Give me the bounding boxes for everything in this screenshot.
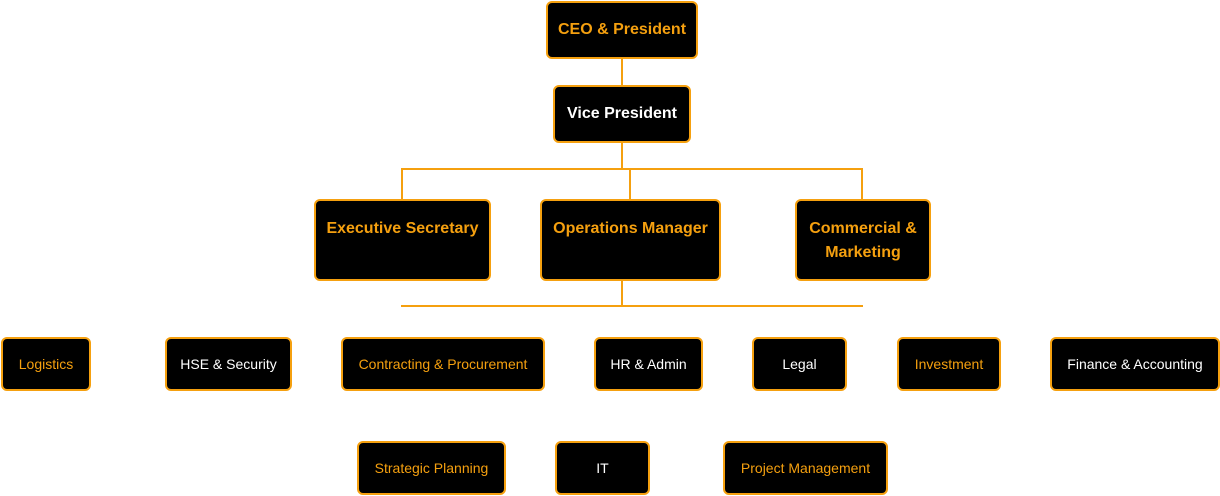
node-label: Logistics [18, 356, 74, 372]
node-label: Commercial & Marketing [809, 220, 917, 261]
node-contracting-procurement[interactable]: Contracting & Procurement [341, 337, 545, 391]
node-label: Vice President [567, 105, 677, 122]
node-logistics[interactable]: Logistics [1, 337, 91, 391]
node-ceo[interactable]: CEO & President [546, 1, 698, 59]
node-investment[interactable]: Investment [897, 337, 1001, 391]
node-hse-security[interactable]: HSE & Security [165, 337, 292, 391]
node-label: Project Management [740, 460, 871, 476]
node-label: Strategic Planning [374, 460, 489, 476]
node-operations-manager[interactable]: Operations Manager [540, 199, 721, 281]
node-label: Legal [782, 356, 817, 372]
connector [401, 168, 863, 170]
node-label: Finance & Accounting [1067, 356, 1203, 372]
node-label: Operations Manager [553, 220, 708, 237]
node-executive-secretary[interactable]: Executive Secretary [314, 199, 491, 281]
node-label: HSE & Security [180, 356, 277, 372]
node-label: Executive Secretary [326, 220, 479, 237]
node-project-management[interactable]: Project Management [723, 441, 888, 495]
node-label: Investment [914, 356, 984, 372]
node-it[interactable]: IT [555, 441, 650, 495]
node-legal[interactable]: Legal [752, 337, 847, 391]
connector [621, 142, 623, 169]
connector [401, 168, 403, 199]
node-label: HR & Admin [610, 356, 687, 372]
node-label: Contracting & Procurement [358, 356, 528, 372]
connector [621, 280, 623, 306]
node-finance-accounting[interactable]: Finance & Accounting [1050, 337, 1220, 391]
node-label: CEO & President [557, 21, 687, 38]
node-vice-president[interactable]: Vice President [553, 85, 691, 143]
connector [621, 58, 623, 85]
node-strategic-planning[interactable]: Strategic Planning [357, 441, 506, 495]
node-hr-admin[interactable]: HR & Admin [594, 337, 703, 391]
node-label: IT [596, 460, 609, 476]
connector [629, 168, 631, 199]
connector [861, 168, 863, 199]
connector [401, 305, 863, 307]
node-commercial-marketing[interactable]: Commercial & Marketing [795, 199, 931, 281]
